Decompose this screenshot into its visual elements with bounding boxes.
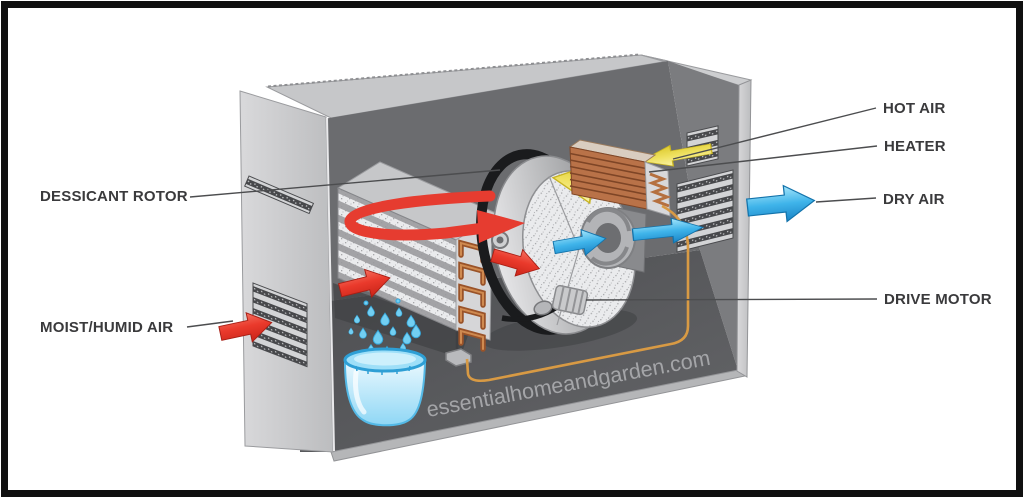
right-wall-outer xyxy=(736,79,752,378)
rotation-swoosh-arrow xyxy=(344,190,525,243)
label-hot-air: HOT AIR xyxy=(883,100,946,117)
leader-lines xyxy=(186,107,878,328)
water-bucket xyxy=(343,347,427,427)
bucket-rim-ticks xyxy=(355,365,411,375)
rotor-sector-line xyxy=(548,175,580,250)
leader-dessicant-rotor xyxy=(189,169,501,198)
bucket-inner xyxy=(354,352,416,366)
label-drive-motor: DRIVE MOTOR xyxy=(884,291,992,308)
heater-end-coils xyxy=(647,172,672,208)
leader-hot-air xyxy=(672,107,877,160)
fan-assembly xyxy=(580,207,647,273)
heater-fins xyxy=(569,152,648,202)
leader-moist-humid-air xyxy=(186,320,234,328)
panel-edge-highlight xyxy=(326,117,335,452)
rim-serration xyxy=(267,53,641,88)
dry-air-exit-arrow xyxy=(745,181,817,227)
fan-blade xyxy=(586,207,631,232)
dry-air-outlet-vent xyxy=(676,169,734,253)
fan-hub xyxy=(595,223,621,253)
support-foot xyxy=(445,348,472,367)
fan-blade xyxy=(590,246,629,266)
rotor-hub-hole xyxy=(496,236,504,244)
bucket-shine xyxy=(353,369,367,415)
label-dessicant-rotor: DESSICANT ROTOR xyxy=(40,188,188,205)
heater-coil-hooks xyxy=(458,239,486,352)
moist-air-intake-vent xyxy=(252,282,308,368)
label-heater: HEATER xyxy=(884,138,946,155)
heater-block xyxy=(568,139,672,217)
water-droplets xyxy=(348,298,421,359)
drive-motor xyxy=(551,284,589,316)
label-dry-air: DRY AIR xyxy=(883,191,945,208)
leader-dry-air xyxy=(815,197,877,203)
leader-heater xyxy=(648,145,878,173)
belt-roller xyxy=(533,300,553,316)
front-left-panel xyxy=(239,90,335,453)
leader-drive-motor xyxy=(585,298,878,301)
label-moist-humid-air: MOIST/HUMID AIR xyxy=(40,319,174,336)
